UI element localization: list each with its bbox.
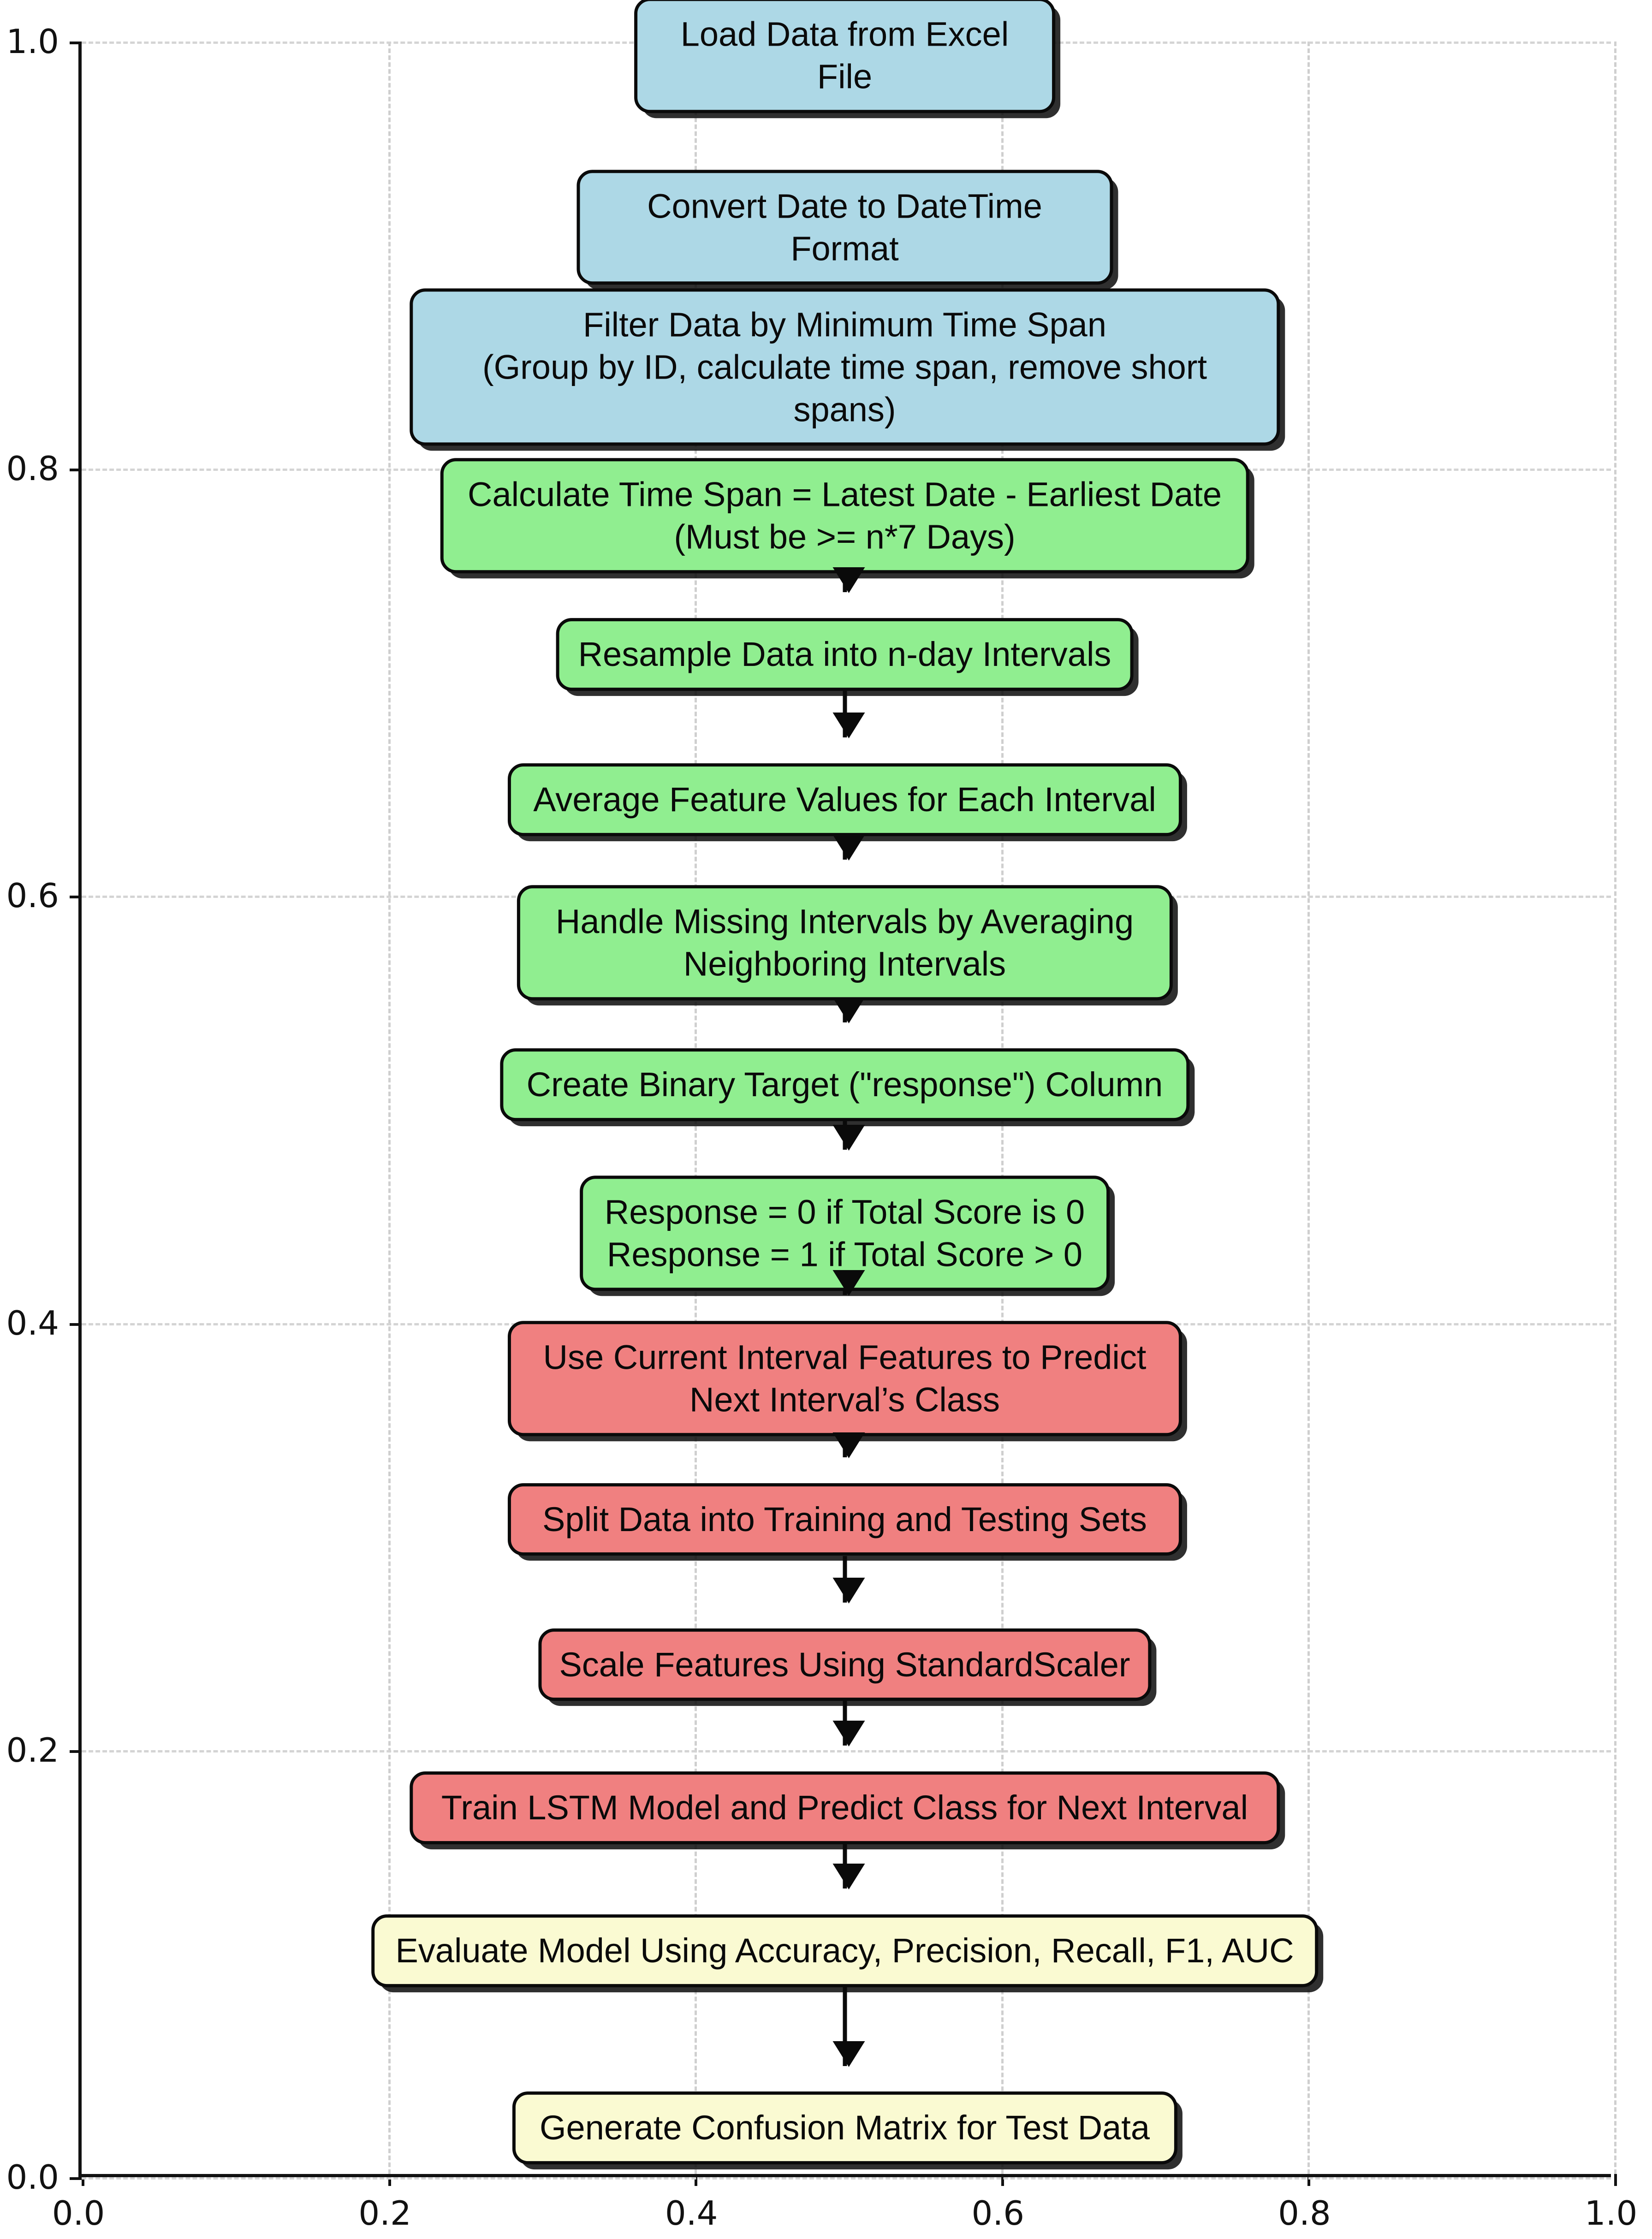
gridline-vertical <box>1614 42 1616 2174</box>
flowchart-node-label: Train LSTM Model and Predict Class for N… <box>441 1788 1248 1827</box>
flowchart-node-label: Average Feature Values for Each Interval <box>533 780 1156 819</box>
flowchart-node-label: Convert Date to DateTime Format <box>647 187 1042 267</box>
flowchart-node-label: Handle Missing Intervals by Averaging Ne… <box>555 902 1134 983</box>
flowchart-node-label: Scale Features Using StandardScaler <box>559 1645 1130 1684</box>
x-axis-tick-label: 0.6 <box>971 2194 1025 2233</box>
flow-arrow-scale-features-to-train-lstm <box>832 1701 865 1746</box>
flowchart-node-label: Calculate Time Span = Latest Date - Earl… <box>468 475 1222 556</box>
x-axis-tick <box>1001 2174 1004 2186</box>
flowchart-node-label: Split Data into Training and Testing Set… <box>542 1500 1147 1538</box>
flowchart-node-label: Load Data from Excel File <box>680 15 1009 96</box>
y-axis-tick <box>70 2177 82 2180</box>
y-axis-tick <box>70 469 82 472</box>
flowchart-node-calc-time-span: Calculate Time Span = Latest Date - Earl… <box>440 458 1249 573</box>
flowchart-node-response-rule: Response = 0 if Total Score is 0 Respons… <box>579 1176 1110 1291</box>
gridline-horizontal <box>82 1750 1611 1752</box>
flowchart-node-resample: Resample Data into n-day Intervals <box>556 618 1134 691</box>
flow-arrow-calc-time-span-to-resample <box>832 567 865 594</box>
y-axis-tick-label: 0.6 <box>6 876 59 915</box>
flowchart-node-label: Generate Confusion Matrix for Test Data <box>539 2108 1150 2147</box>
x-axis-tick <box>1307 2174 1311 2186</box>
flow-arrow-resample-to-average-features <box>832 690 865 739</box>
flowchart-node-predict-next: Use Current Interval Features to Predict… <box>507 1321 1182 1436</box>
y-axis-tick-label: 0.0 <box>6 2158 59 2197</box>
y-axis-tick-label: 0.2 <box>6 1730 59 1770</box>
flowchart-node-evaluate-model: Evaluate Model Using Accuracy, Precision… <box>371 1914 1319 1987</box>
x-axis-tick-label: 1.0 <box>1584 2194 1638 2233</box>
flowchart-node-filter-data: Filter Data by Minimum Time Span (Group … <box>409 288 1280 446</box>
x-axis-tick-label: 0.2 <box>358 2194 411 2233</box>
flowchart-node-convert-date: Convert Date to DateTime Format <box>576 170 1113 285</box>
flow-arrow-split-data-to-scale-features <box>832 1556 865 1604</box>
y-axis-tick <box>70 1323 82 1326</box>
x-axis-tick <box>388 2174 391 2186</box>
y-axis-tick-label: 1.0 <box>6 22 59 61</box>
flow-arrow-predict-next-to-split-data <box>832 1432 865 1458</box>
flowchart-node-scale-features: Scale Features Using StandardScaler <box>538 1628 1152 1701</box>
flowchart-node-load-data: Load Data from Excel File <box>634 0 1056 113</box>
x-axis-tick <box>695 2174 698 2186</box>
y-axis-tick <box>70 1750 82 1753</box>
flowchart-node-label: Response = 0 if Total Score is 0 Respons… <box>604 1193 1085 1274</box>
x-axis-tick <box>1614 2174 1617 2186</box>
flow-arrow-handle-missing-to-create-binary-target <box>832 998 865 1024</box>
x-axis-tick-label: 0.8 <box>1278 2194 1331 2233</box>
y-axis-tick-label: 0.4 <box>6 1303 59 1342</box>
y-axis-tick <box>70 896 82 899</box>
flowchart-node-split-data: Split Data into Training and Testing Set… <box>507 1483 1182 1556</box>
gridline-vertical <box>388 42 391 2174</box>
flowchart-node-train-lstm: Train LSTM Model and Predict Class for N… <box>409 1771 1280 1844</box>
flowchart-node-confusion-matrix: Generate Confusion Matrix for Test Data <box>512 2091 1177 2165</box>
y-axis-tick <box>70 42 82 44</box>
y-axis-tick-label: 0.8 <box>6 449 59 488</box>
flowchart-node-label: Use Current Interval Features to Predict… <box>543 1338 1147 1419</box>
x-axis-tick <box>82 2174 84 2186</box>
flowchart-node-label: Create Binary Target ("response") Column <box>526 1065 1163 1104</box>
flowchart-node-label: Evaluate Model Using Accuracy, Precision… <box>395 1931 1294 1970</box>
gridline-horizontal <box>82 2177 1611 2180</box>
x-axis-tick-label: 0.0 <box>52 2194 105 2233</box>
gridline-vertical <box>1307 42 1310 2174</box>
flow-arrow-average-features-to-handle-missing <box>832 834 865 861</box>
flowchart-node-label: Resample Data into n-day Intervals <box>578 635 1111 674</box>
flow-arrow-create-binary-target-to-response-rule <box>832 1121 865 1151</box>
flowchart-node-label: Filter Data by Minimum Time Span (Group … <box>482 305 1207 429</box>
flow-arrow-train-lstm-to-evaluate-model <box>832 1844 865 1889</box>
flow-arrow-evaluate-model-to-confusion-matrix <box>832 1987 865 2067</box>
flowchart-node-create-binary-target: Create Binary Target ("response") Column <box>499 1048 1190 1122</box>
flowchart-node-average-features: Average Feature Values for Each Interval <box>507 763 1182 836</box>
x-axis-tick-label: 0.4 <box>665 2194 718 2233</box>
flow-arrow-response-rule-to-predict-next <box>832 1269 865 1296</box>
flowchart-node-handle-missing: Handle Missing Intervals by Averaging Ne… <box>517 885 1173 1001</box>
